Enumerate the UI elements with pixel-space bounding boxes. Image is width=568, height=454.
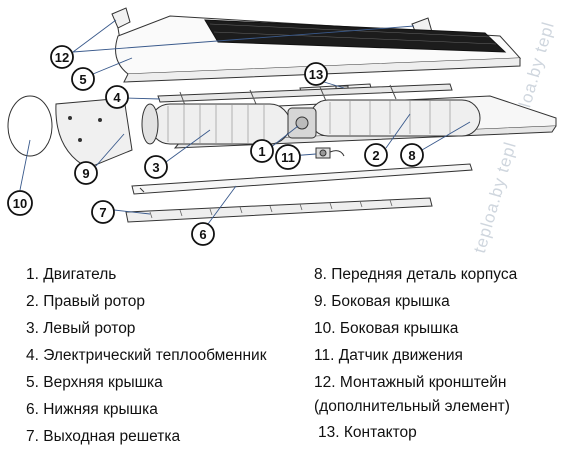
callout-5: 5: [71, 67, 95, 91]
callout-12: 12: [50, 45, 74, 69]
legend-item-2: 2. Правый ротор: [26, 293, 146, 310]
outlet-grille: [125, 197, 433, 223]
svg-text:11: 11: [281, 150, 295, 165]
callout-8: 8: [400, 143, 424, 167]
svg-text:1: 1: [258, 144, 265, 159]
callout-3: 3: [144, 155, 168, 179]
legend-item-12-note: (дополнительный элемент): [314, 398, 510, 415]
side-cover-right: [55, 97, 133, 169]
side-cover-oval: [7, 95, 53, 157]
svg-text:8: 8: [408, 148, 415, 163]
legend-item-7: 7. Выходная решетка: [26, 428, 181, 445]
legend-item-10: 10. Боковая крышка: [314, 320, 459, 337]
svg-text:7: 7: [99, 205, 106, 220]
legend-item-1: 1. Двигатель: [26, 266, 117, 283]
legend-item-6: 6. Нижняя крышка: [26, 401, 158, 418]
legend-item-3: 3. Левый ротор: [26, 320, 136, 337]
electric-heat-exchanger: [157, 83, 453, 109]
legend-item-13: 13. Контактор: [318, 424, 417, 441]
svg-text:12: 12: [55, 50, 69, 65]
svg-text:6: 6: [199, 227, 206, 242]
callout-2: 2: [364, 143, 388, 167]
svg-text:10: 10: [13, 196, 27, 211]
svg-text:2: 2: [372, 148, 379, 163]
callout-6: 6: [191, 222, 215, 246]
legend-item-4: 4. Электрический теплообменник: [26, 347, 267, 364]
callout-9: 9: [74, 161, 98, 185]
callout-11: 11: [275, 144, 301, 170]
svg-text:3: 3: [152, 160, 159, 175]
exploded-view-diagram: 12 5 13 4 9 3 1 11: [7, 7, 557, 246]
svg-text:9: 9: [82, 166, 89, 181]
legend-item-11: 11. Датчик движения: [314, 347, 463, 364]
legend-item-5: 5. Верхняя крышка: [26, 374, 163, 391]
svg-text:4: 4: [113, 90, 121, 105]
callout-7: 7: [91, 200, 115, 224]
svg-text:13: 13: [309, 67, 323, 82]
left-rotor: [141, 103, 291, 145]
callout-10: 10: [7, 190, 33, 216]
legend-item-8: 8. Передняя деталь корпуса: [314, 266, 518, 283]
callouts: 12 5 13 4 9 3 1 11: [7, 45, 424, 246]
legend-item-12: 12. Монтажный кронштейн: [314, 374, 507, 391]
callout-13: 13: [304, 62, 328, 86]
callout-4: 4: [105, 85, 129, 109]
motion-sensor: [315, 147, 345, 159]
mounting-bracket-left: [111, 7, 131, 41]
leader-lines: [19, 19, 471, 225]
svg-text:5: 5: [79, 72, 86, 87]
callout-1: 1: [250, 139, 274, 163]
motor: [287, 107, 317, 139]
legend-item-9: 9. Боковая крышка: [314, 293, 450, 310]
bottom-cover: [131, 163, 473, 195]
